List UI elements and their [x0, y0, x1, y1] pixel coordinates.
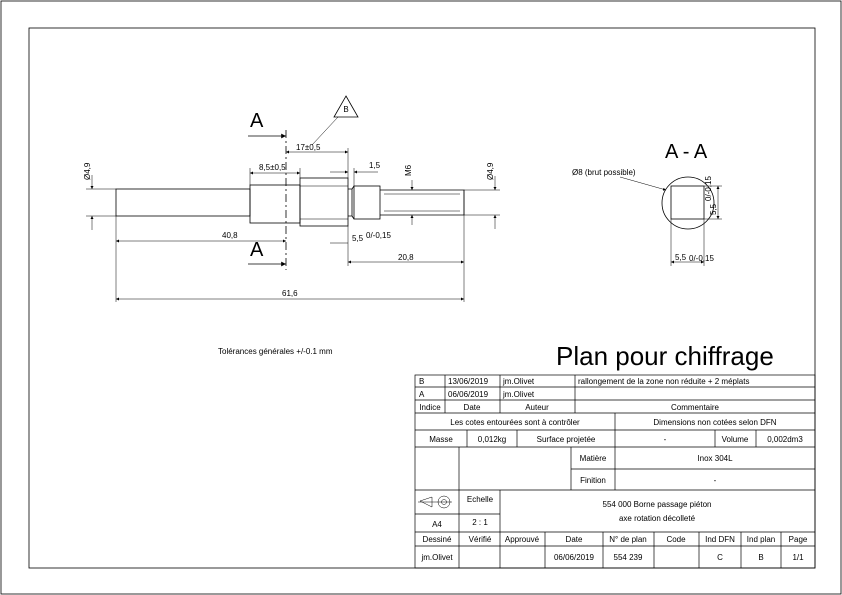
- val-drawn: jm.Olivet: [420, 553, 453, 562]
- hdr-checked: Vérifié: [469, 535, 492, 544]
- rev-header-comment: Commentaire: [671, 403, 720, 412]
- title-block: B 13/06/2019 jm.Olivet rallongement de l…: [414, 374, 816, 569]
- finish-label: Finition: [580, 476, 606, 485]
- rev-a-author: jm.Olivet: [502, 390, 535, 399]
- scale-label: Echelle: [467, 495, 494, 504]
- rev-header-author: Auteur: [525, 403, 549, 412]
- tolerance-note: Tolérances générales +/-0.1 mm: [218, 347, 333, 356]
- volume-label: Volume: [722, 435, 749, 444]
- dim-40-8: 40,8: [222, 231, 238, 240]
- val-date: 06/06/2019: [554, 553, 595, 562]
- note-controlled: Les cotes entourées sont à contrôler: [450, 418, 580, 427]
- rev-a-index: A: [419, 390, 425, 399]
- val-ind-plan: B: [758, 553, 763, 562]
- rev-b-author: jm.Olivet: [502, 377, 535, 386]
- rev-a-date: 06/06/2019: [448, 390, 489, 399]
- dim-m6: M6: [404, 164, 413, 176]
- dim-8-5: 8,5±0,5: [259, 163, 286, 172]
- section-mark-bottom: A: [250, 239, 264, 261]
- format-size: A4: [432, 520, 442, 529]
- rev-b-date: 13/06/2019: [448, 377, 489, 386]
- dim-17: 17±0,5: [296, 143, 321, 152]
- dim-61-6: 61,6: [282, 289, 298, 298]
- val-plan-no: 554 239: [614, 553, 643, 562]
- surface-value: -: [664, 435, 667, 444]
- section-flat-v: 5,5: [709, 203, 718, 215]
- part-line1: 554 000 Borne passage piéton: [603, 500, 712, 509]
- section-view: A - A Ø8 (brut possible) 5,5 0/-0,15 5,5…: [572, 141, 722, 266]
- rev-header-index: Indice: [419, 403, 441, 412]
- shaft-profile: [115, 177, 465, 227]
- finish-value: -: [714, 476, 717, 485]
- dim-flat-tol: 0/-0,15: [366, 231, 391, 240]
- projection-symbol-icon: [418, 495, 452, 509]
- hdr-page: Page: [789, 535, 808, 544]
- dim-1-5: 1,5: [369, 161, 381, 170]
- section-flat-h-tol: 0/-0,15: [689, 254, 714, 263]
- note-uncoded: Dimensions non cotées selon DFN: [653, 418, 776, 427]
- rev-b-comment: rallongement de la zone non réduite + 2 …: [578, 377, 749, 386]
- hdr-ind-dfn: Ind DFN: [705, 535, 735, 544]
- hdr-drawn: Dessiné: [423, 535, 452, 544]
- datum-b: B: [311, 95, 359, 146]
- sheet-frame: [28, 27, 816, 569]
- val-ind-dfn: C: [717, 553, 723, 562]
- section-mark-top: A: [250, 110, 264, 132]
- datum-label: B: [343, 105, 348, 114]
- rev-header-date: Date: [464, 403, 481, 412]
- dimensions: 17±0,5 8,5±0,5 1,5 M6 Ø4,9 Ø4,9 40,8: [83, 143, 500, 302]
- hdr-plan-no: N° de plan: [609, 535, 646, 544]
- section-title: A - A: [665, 141, 708, 163]
- part-line2: axe rotation décolleté: [619, 514, 696, 523]
- section-flat-v-tol: 0/-0,15: [704, 176, 713, 201]
- hdr-code: Code: [666, 535, 686, 544]
- dim-d-right: Ø4,9: [486, 162, 495, 180]
- mass-value: 0,012kg: [478, 435, 506, 444]
- dim-flat-5-5: 5,5: [352, 234, 364, 243]
- section-cut-marks: A A: [248, 110, 287, 270]
- hdr-ind-plan: Ind plan: [747, 535, 775, 544]
- val-page: 1/1: [792, 553, 804, 562]
- hdr-date: Date: [566, 535, 583, 544]
- volume-value: 0,002dm3: [767, 435, 803, 444]
- material-value: Inox 304L: [697, 454, 733, 463]
- rev-b-index: B: [419, 377, 424, 386]
- sheet-title: Plan pour chiffrage: [556, 341, 774, 371]
- hdr-approved: Approuvé: [505, 535, 540, 544]
- dim-d-left: Ø4,9: [83, 162, 92, 180]
- section-flat-h: 5,5: [675, 253, 687, 262]
- material-label: Matière: [580, 454, 607, 463]
- section-d8-label: Ø8 (brut possible): [572, 168, 636, 177]
- mass-label: Masse: [429, 435, 453, 444]
- scale-value: 2 : 1: [472, 518, 488, 527]
- dim-20-8: 20,8: [398, 253, 414, 262]
- surface-label: Surface projetée: [537, 435, 596, 444]
